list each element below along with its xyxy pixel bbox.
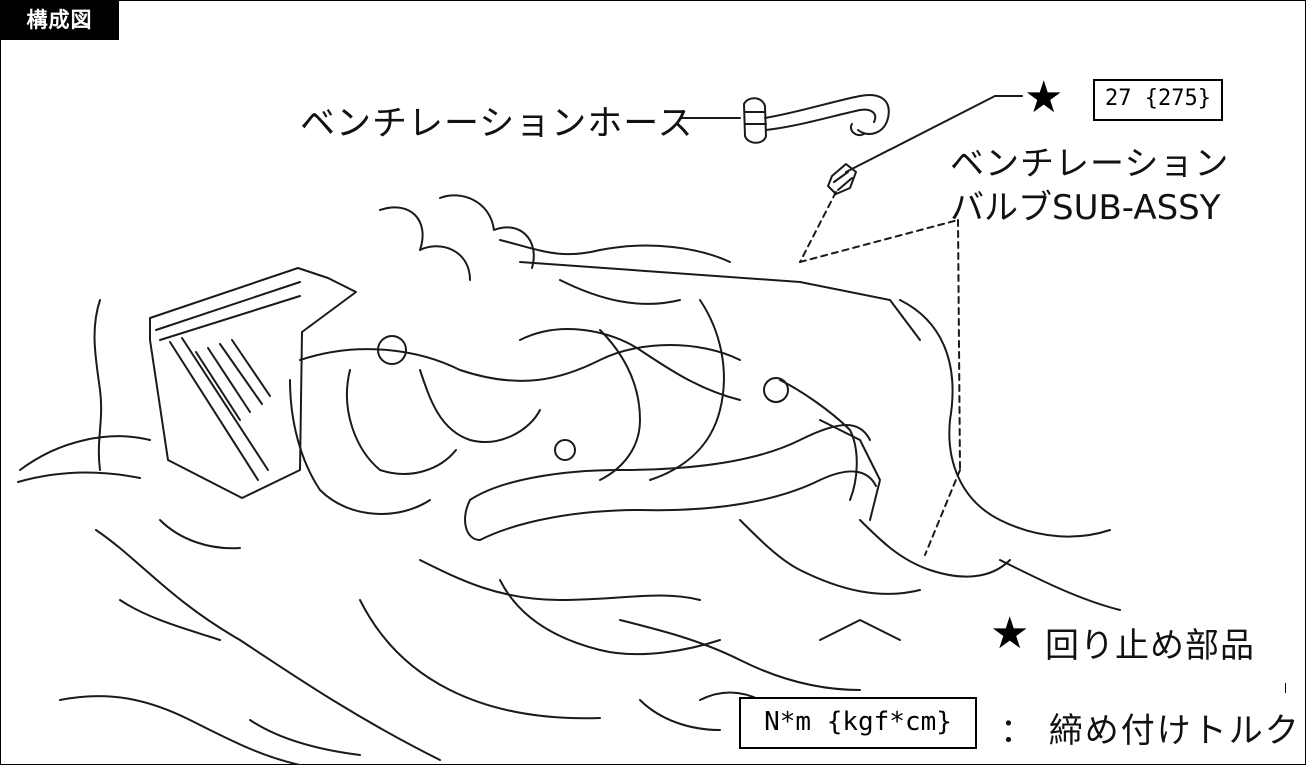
star-icon: ★	[1024, 72, 1064, 123]
leader-lines	[679, 95, 1023, 556]
hose-label: ベンチレーションホース	[300, 104, 694, 144]
legend-torque-label: ： 締め付けトルク	[1000, 711, 1301, 751]
valve-label-line1: ベンチレーション	[950, 144, 1230, 184]
legend-stop-part-label: 回り止め部品	[1045, 626, 1255, 666]
engine-bay	[17, 194, 1121, 765]
tick-mark	[1285, 683, 1286, 693]
valve-label-line2: バルブSUB-ASSY	[950, 188, 1221, 228]
torque-value-box: 27 {275}	[1093, 79, 1223, 121]
hose-part	[743, 94, 890, 144]
unit-box: N*m {kgf*cm}	[739, 697, 977, 749]
valve-part	[827, 163, 857, 195]
diagram-tab: 構成図	[0, 0, 119, 40]
legend-star-icon: ★	[990, 608, 1030, 659]
